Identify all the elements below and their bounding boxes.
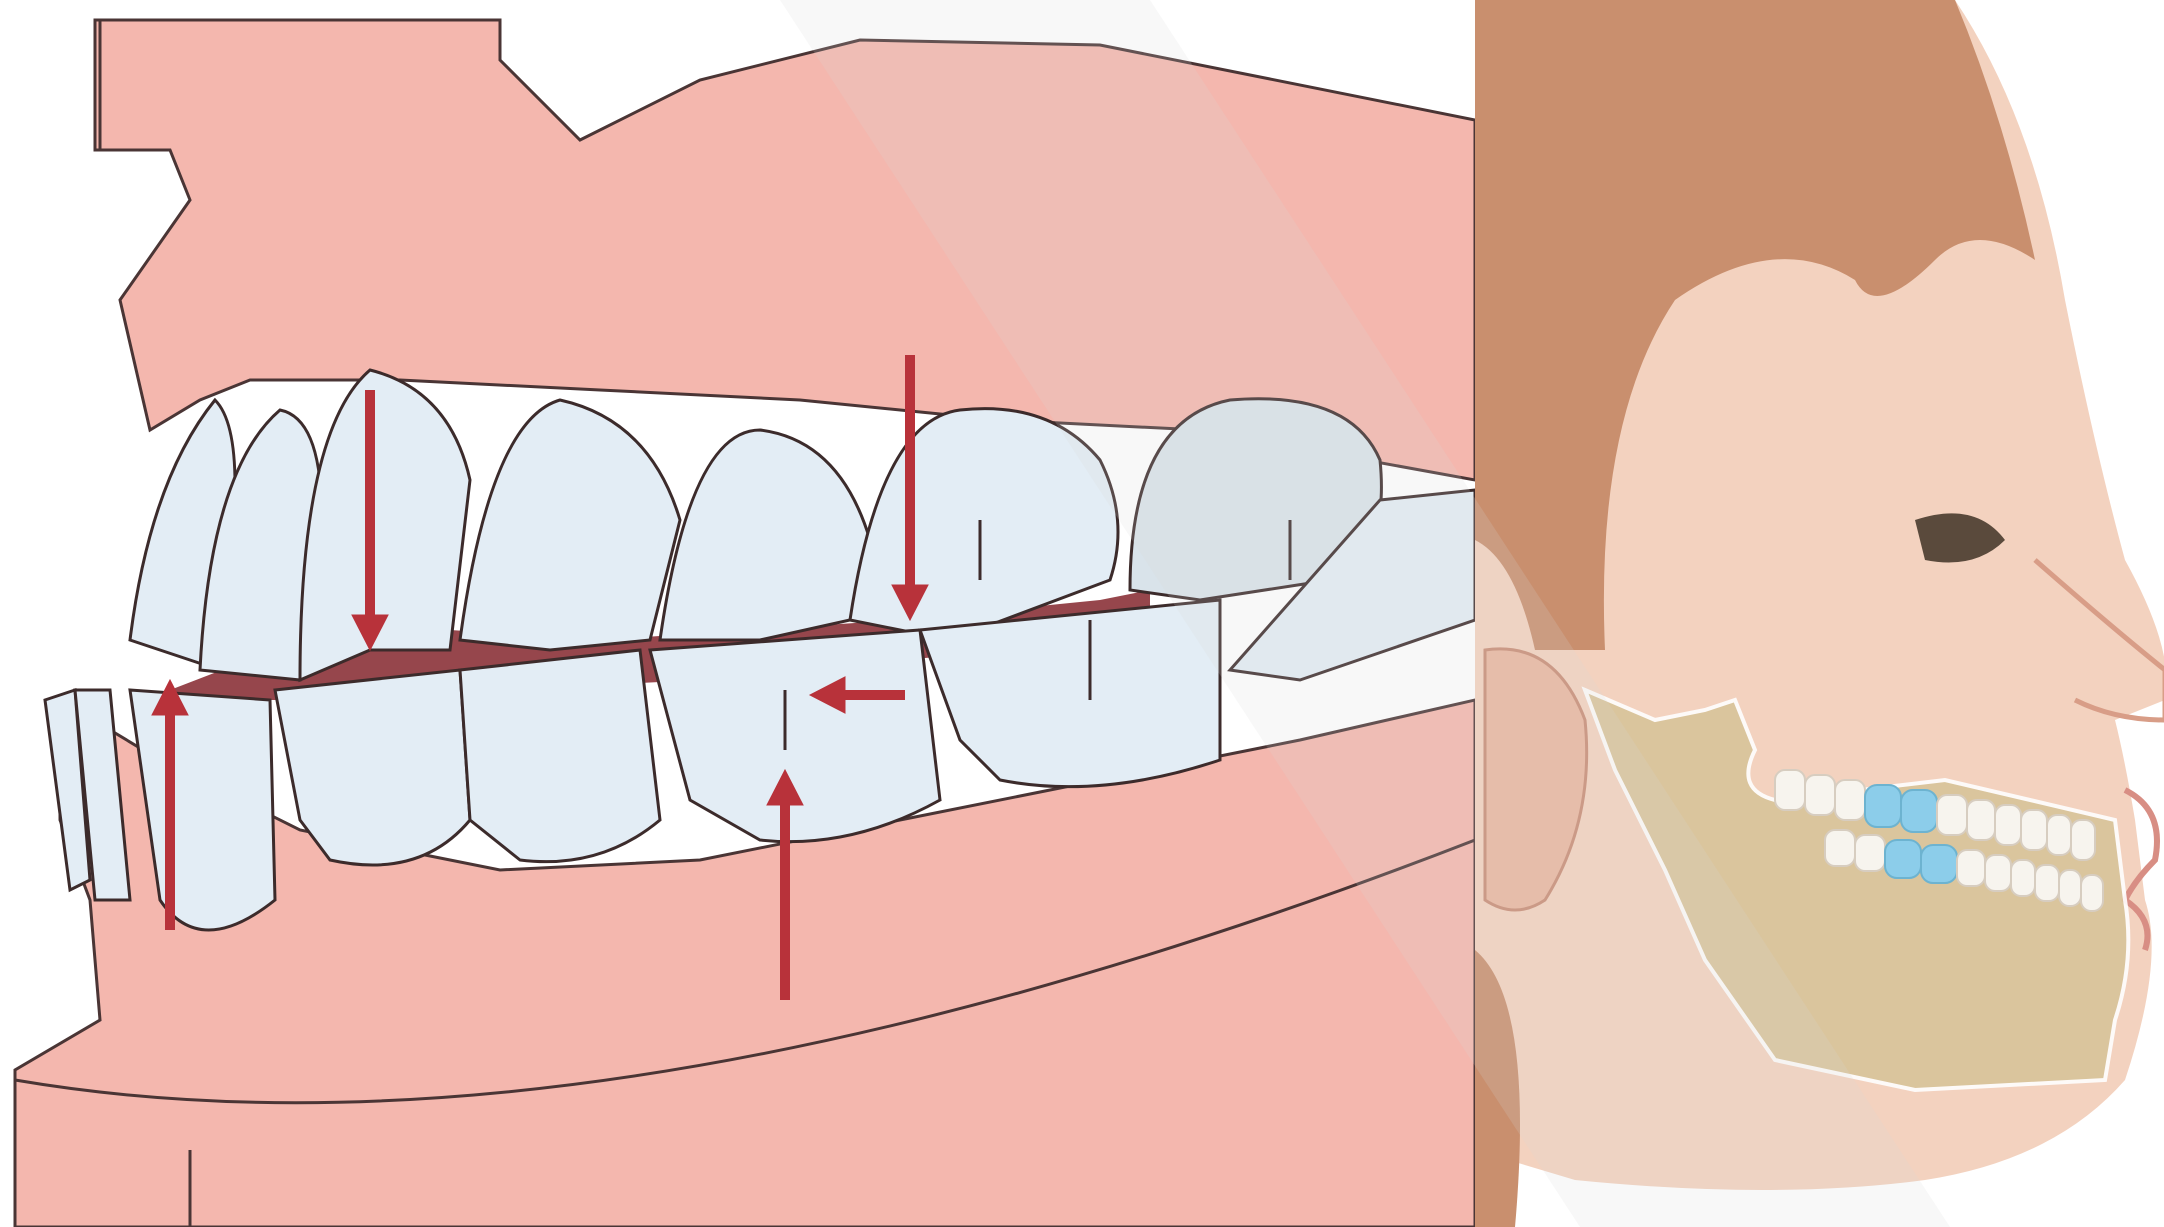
occlusion-diagram xyxy=(0,0,1475,1227)
face-profile xyxy=(1475,0,2164,1227)
occlusion-illustration xyxy=(0,0,1475,1227)
face-profile-illustration xyxy=(1475,0,2164,1227)
